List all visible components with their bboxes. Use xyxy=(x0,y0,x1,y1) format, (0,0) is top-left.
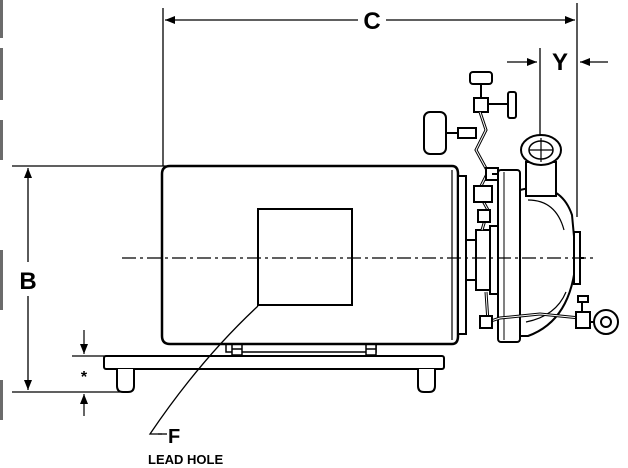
foot-right xyxy=(417,369,436,393)
page-edge-tabs xyxy=(0,0,3,420)
dimension-c xyxy=(162,3,578,217)
base-plate xyxy=(103,355,445,393)
lead-hole-label: F xyxy=(168,426,180,448)
discharge-nozzle xyxy=(520,134,562,197)
dimension-b-label: B xyxy=(19,268,36,295)
valve-handle xyxy=(507,91,517,119)
lead-hole-leader xyxy=(148,305,259,435)
dimension-y xyxy=(507,48,608,140)
conduit-box xyxy=(257,208,353,306)
lead-hole-caption: LEAD HOLE xyxy=(148,452,223,467)
needle-valve-top xyxy=(469,71,493,85)
motor-shaft-coupling xyxy=(465,239,477,281)
seal-flush-piping xyxy=(469,71,517,231)
foot-left xyxy=(116,369,135,393)
dimension-b xyxy=(12,165,166,393)
dimension-c-label: C xyxy=(363,8,380,35)
lower-flush-line xyxy=(479,291,619,335)
dimension-y-label: Y xyxy=(552,49,568,76)
dimension-base-height xyxy=(72,330,110,416)
base-height-label: * xyxy=(81,369,88,386)
pressure-gauge xyxy=(423,111,477,155)
